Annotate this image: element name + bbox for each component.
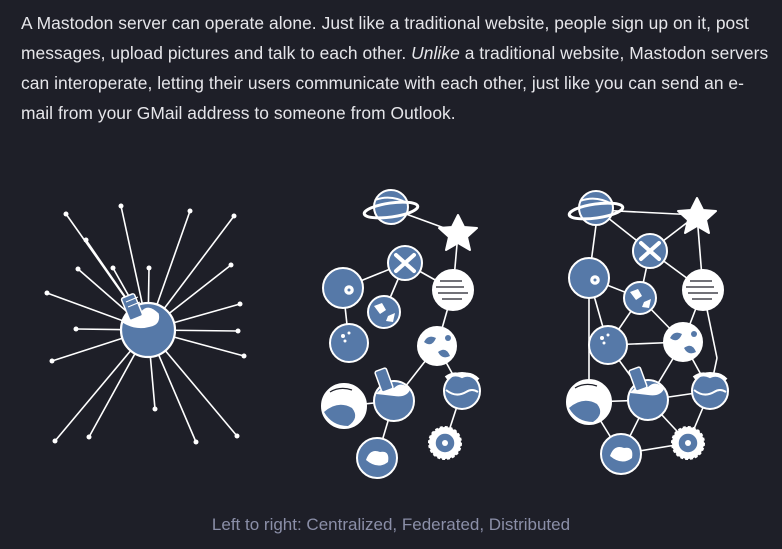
striped-planet-icon: [682, 269, 724, 311]
continent-planet-icon: [367, 295, 401, 329]
hub-planet-icon: [627, 366, 669, 421]
intro-paragraph: A Mastodon server can operate alone. Jus…: [21, 8, 773, 128]
intro-text-end: a traditional website, Mastodon servers …: [21, 43, 769, 123]
spotted-planet-icon: [417, 326, 457, 366]
hub-planet-icon: [119, 293, 177, 359]
intro-emphasis: Unlike: [411, 43, 460, 63]
eye-planet-icon: [322, 267, 364, 309]
centralized-network: [44, 203, 247, 445]
x-planet-icon: [632, 233, 668, 269]
ringed-planet-icon: [362, 189, 420, 225]
dotted-planet-icon: [329, 323, 369, 363]
network-illustration: [0, 175, 782, 485]
continent-planet-icon: [623, 281, 657, 315]
snowcap-planet-icon: [566, 379, 612, 425]
striped-planet-icon: [432, 269, 474, 311]
ringed-planet-icon: [567, 190, 625, 226]
wave-planet-icon: [443, 372, 481, 410]
star-icon: [677, 197, 717, 234]
eye-planet-icon: [568, 257, 610, 299]
star-icon: [438, 214, 478, 251]
x-planet-icon: [387, 245, 423, 281]
spoke-endpoints: [44, 203, 247, 445]
figure-caption: Left to right: Centralized, Federated, D…: [211, 515, 571, 534]
wave-planet-icon: [691, 372, 729, 410]
continent-planet-icon: [356, 437, 398, 479]
spotted-planet-icon: [663, 322, 703, 362]
continent-planet-icon: [600, 433, 642, 475]
sun-icon: [671, 426, 705, 460]
dotted-planet-icon: [588, 325, 628, 365]
distributed-network: [566, 190, 729, 475]
intro-text-start: A Mastodon server can operate alone. Jus…: [21, 13, 749, 63]
federated-network: [321, 189, 481, 479]
hub-planet-icon: [373, 367, 415, 422]
sun-icon: [428, 426, 462, 460]
snowcap-planet-icon: [321, 383, 367, 429]
